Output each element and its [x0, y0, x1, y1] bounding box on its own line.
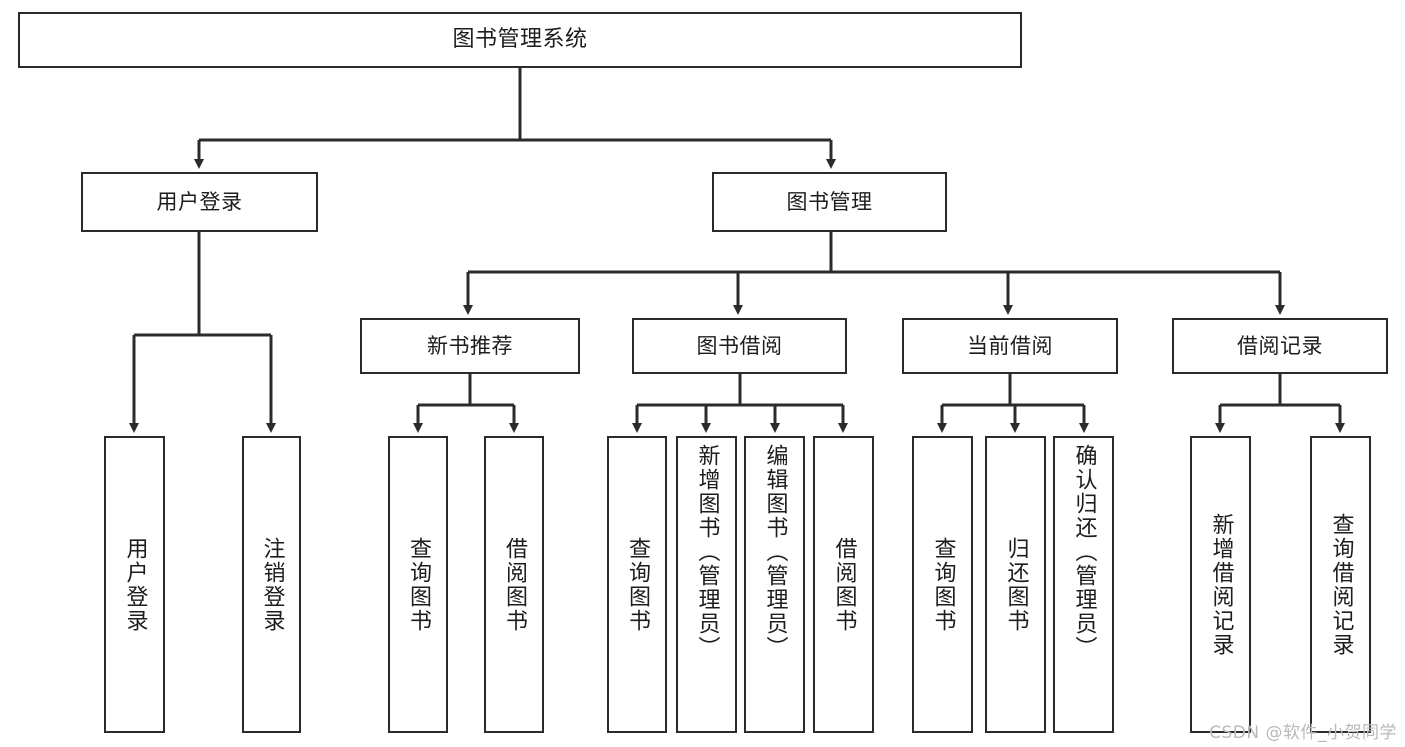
node-leaf-add-record[interactable]: 新增借阅记录 [1190, 436, 1251, 733]
node-leaf-borrow-book-1-label: 借阅图书 [502, 536, 527, 633]
node-book-manage-label: 图书管理 [786, 189, 873, 214]
node-book-borrow[interactable]: 图书借阅 [632, 318, 847, 374]
node-leaf-return-book-label: 归还图书 [1003, 536, 1029, 633]
node-leaf-confirm-return[interactable]: 确认归还（管理员） [1053, 436, 1114, 733]
node-leaf-edit-book-label: 编辑图书（管理员） [762, 444, 788, 660]
node-leaf-borrow-book-2-label: 借阅图书 [831, 536, 857, 633]
node-leaf-query-book-3[interactable]: 查询图书 [912, 436, 973, 733]
node-leaf-logout-label: 注销登录 [259, 536, 285, 633]
node-leaf-user-login[interactable]: 用户登录 [104, 436, 165, 733]
node-leaf-return-book[interactable]: 归还图书 [985, 436, 1046, 733]
node-root[interactable]: 图书管理系统 [18, 12, 1022, 68]
node-current-borrow[interactable]: 当前借阅 [902, 318, 1118, 374]
node-new-book-rec-label: 新书推荐 [427, 333, 513, 358]
node-leaf-edit-book[interactable]: 编辑图书（管理员） [744, 436, 805, 733]
node-borrow-record-label: 借阅记录 [1237, 333, 1323, 358]
node-leaf-query-book-1[interactable]: 查询图书 [388, 436, 448, 733]
node-user-login[interactable]: 用户登录 [81, 172, 318, 232]
node-leaf-query-book-2-label: 查询图书 [625, 536, 650, 633]
node-book-manage[interactable]: 图书管理 [712, 172, 947, 232]
node-root-label: 图书管理系统 [452, 27, 588, 53]
node-leaf-user-login-label: 用户登录 [122, 536, 148, 633]
node-user-login-label: 用户登录 [156, 189, 243, 214]
node-leaf-add-book[interactable]: 新增图书（管理员） [676, 436, 737, 733]
node-book-borrow-label: 图书借阅 [696, 333, 783, 358]
node-leaf-borrow-book-2[interactable]: 借阅图书 [813, 436, 874, 733]
node-leaf-borrow-book-1[interactable]: 借阅图书 [484, 436, 544, 733]
node-leaf-add-book-label: 新增图书（管理员） [694, 444, 720, 660]
node-leaf-logout[interactable]: 注销登录 [242, 436, 301, 733]
node-leaf-confirm-return-label: 确认归还（管理员） [1071, 444, 1097, 660]
node-leaf-query-book-3-label: 查询图书 [930, 536, 956, 633]
node-new-book-rec[interactable]: 新书推荐 [360, 318, 580, 374]
node-borrow-record[interactable]: 借阅记录 [1172, 318, 1388, 374]
csdn-watermark: CSDN @软件_小贺同学 [1209, 723, 1397, 743]
node-leaf-query-record-label: 查询借阅记录 [1328, 512, 1354, 657]
node-leaf-query-book-2[interactable]: 查询图书 [607, 436, 667, 733]
node-leaf-query-book-1-label: 查询图书 [406, 536, 431, 633]
node-leaf-query-record[interactable]: 查询借阅记录 [1310, 436, 1371, 733]
node-leaf-add-record-label: 新增借阅记录 [1208, 512, 1234, 657]
node-current-borrow-label: 当前借阅 [967, 333, 1053, 358]
